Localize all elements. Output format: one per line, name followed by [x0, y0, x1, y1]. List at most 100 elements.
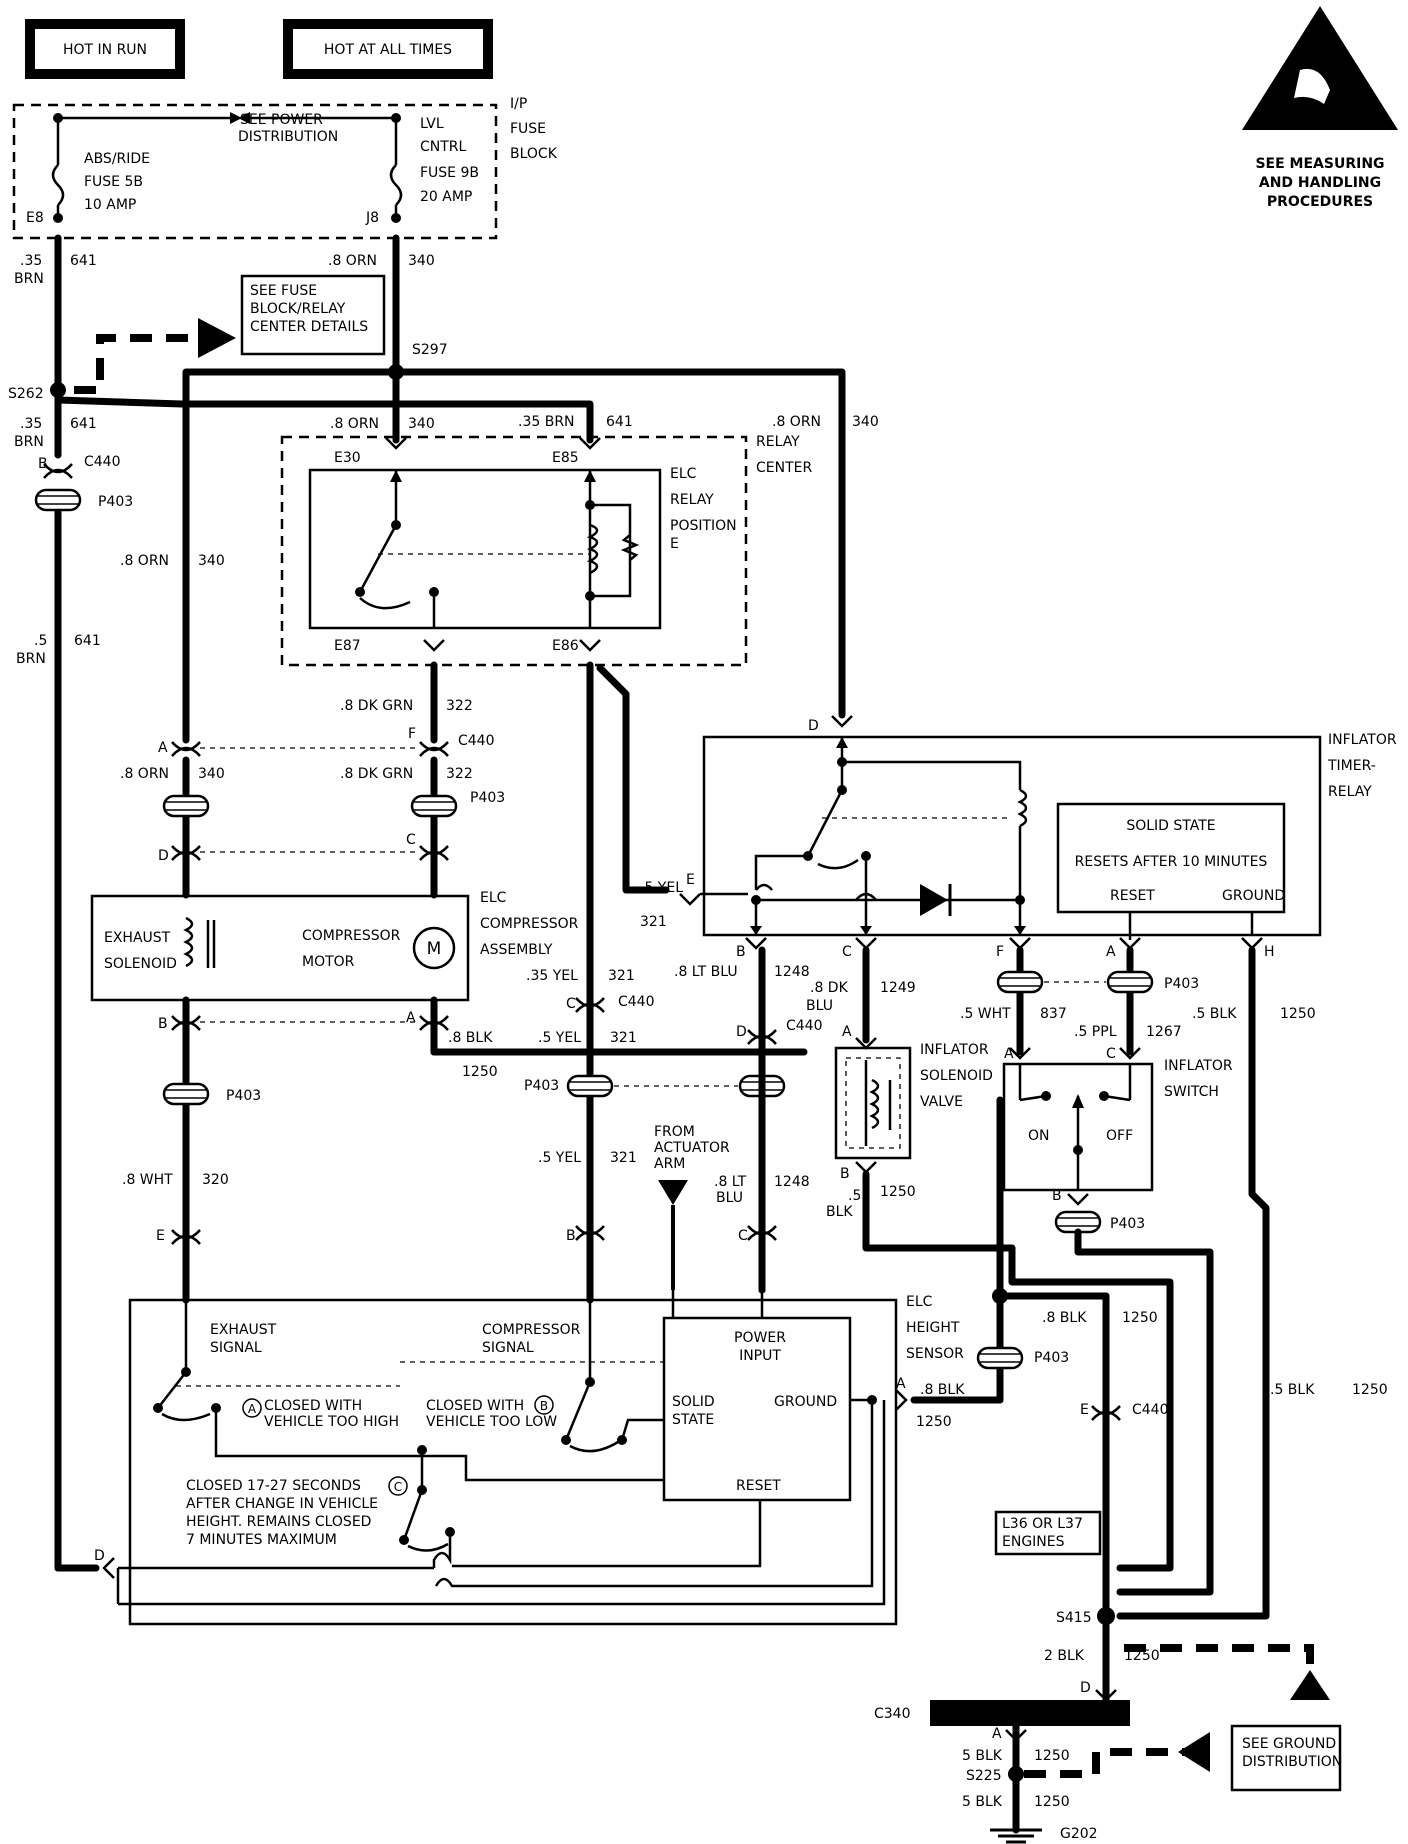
pin-label: D	[94, 1548, 105, 1564]
pin-label: D	[808, 718, 819, 734]
elc-compressor-assembly: ELC COMPRESSOR ASSEMBLY EXHAUST SOLENOID…	[90, 890, 579, 1002]
sensor-label-3: SENSOR	[906, 1346, 964, 1362]
actuator-label-3: ARM	[654, 1156, 685, 1172]
wire-label: .35 YEL	[526, 968, 578, 984]
wire-label: BRN	[14, 271, 44, 287]
wire-label: .5 YEL	[640, 880, 683, 896]
p403-label: P403	[1110, 1216, 1145, 1232]
pin-label: D	[1080, 1680, 1091, 1696]
pin-label: A	[1004, 1046, 1014, 1062]
pin-label: B	[840, 1166, 850, 1182]
pin-label: C	[566, 996, 576, 1012]
valve-label-2: SOLENOID	[920, 1068, 993, 1084]
inflator-relay-label-2: TIMER-	[1327, 758, 1376, 774]
see-fuse-1: SEE FUSE	[250, 283, 317, 299]
wire-label: .8 DK	[810, 980, 849, 996]
esd-line1: SEE MEASURING	[1255, 156, 1384, 172]
wire-label: 5 BLK	[962, 1794, 1003, 1810]
wire-label: .8 LT	[714, 1174, 747, 1190]
fuse-a-id: FUSE 5B	[84, 174, 143, 190]
wire-label: .8 DK GRN	[340, 766, 413, 782]
wire-label: .5 BLK	[1270, 1382, 1315, 1398]
pin-label: B	[566, 1228, 576, 1244]
wire-label: 321	[640, 914, 667, 930]
wire-label: .8 BLK	[920, 1382, 965, 1398]
p403-label: P403	[226, 1088, 261, 1104]
note-a-marker: A	[248, 1402, 257, 1416]
ground-label: GROUND	[1222, 888, 1285, 904]
actuator-label-2: ACTUATOR	[654, 1140, 730, 1156]
relay-center-label-2: CENTER	[756, 460, 812, 476]
pin-label: B	[1052, 1188, 1062, 1204]
esd-line2: AND HANDLING	[1259, 175, 1381, 191]
compressor-label-3: ASSEMBLY	[480, 942, 553, 958]
wire-label: 641	[70, 416, 97, 432]
p403-label: P403	[524, 1078, 559, 1094]
pin-label: A	[158, 740, 168, 756]
pin-label: C	[738, 1228, 748, 1244]
resets-label: RESETS AFTER 10 MINUTES	[1075, 854, 1268, 870]
c340-label: C340	[874, 1706, 911, 1722]
wire-label: BRN	[16, 651, 46, 667]
c440-label: C440	[1132, 1402, 1169, 1418]
inflator-solenoid-valve: INFLATOR SOLENOID VALVE	[834, 1042, 993, 1160]
c340-connector	[930, 1700, 1130, 1726]
closed-c-4: 7 MINUTES MAXIMUM	[186, 1532, 337, 1548]
wire-label: .8 DK GRN	[340, 698, 413, 714]
solid-state-1: SOLID	[672, 1394, 715, 1410]
wire-label: .5 YEL	[538, 1030, 581, 1046]
wire-label: .35	[20, 253, 42, 269]
fuse-b-name-2: CNTRL	[420, 139, 467, 155]
wire-label: BRN	[14, 434, 44, 450]
wire-label: 340	[408, 416, 435, 432]
s415-label: S415	[1056, 1610, 1092, 1626]
wire-label: 1250	[1034, 1794, 1070, 1810]
s262-label: S262	[8, 386, 44, 402]
fuse-b-id: FUSE 9B	[420, 165, 479, 181]
fuse-b-terminal: J8	[365, 210, 379, 226]
engines-label-1: L36 OR L37	[1002, 1516, 1083, 1532]
p403-label: P403	[1034, 1350, 1069, 1366]
pin-label: E	[686, 872, 695, 888]
compressor-signal-2: SIGNAL	[482, 1340, 534, 1356]
wire-label: .35	[20, 416, 42, 432]
pin-label: A	[992, 1726, 1002, 1742]
wire-label: 1250	[462, 1064, 498, 1080]
pin-label: A	[406, 1010, 416, 1026]
sensor-label-2: HEIGHT	[906, 1320, 960, 1336]
hot-at-all-times-box: HOT AT ALL TIMES	[283, 19, 493, 79]
wire-label: 321	[610, 1030, 637, 1046]
closed-b-1: CLOSED WITH	[426, 1398, 524, 1414]
wire-label: 1250	[1034, 1748, 1070, 1764]
wire-label: 320	[202, 1172, 229, 1188]
exhaust-signal-2: SIGNAL	[210, 1340, 262, 1356]
wire-label: .8 ORN	[120, 766, 169, 782]
fuse-a-name: ABS/RIDE	[84, 151, 150, 167]
wire-label: 641	[606, 414, 633, 430]
wire-label: .8 ORN	[772, 414, 821, 430]
p403-label: P403	[98, 494, 133, 510]
elc-height-sensor: ELC HEIGHT SENSOR EXHAUST SIGNAL COMPRES…	[116, 1290, 964, 1626]
hot-in-run-label: HOT IN RUN	[63, 42, 147, 58]
wire-label: 1250	[1352, 1382, 1388, 1398]
pin-e85: E85	[552, 450, 579, 466]
see-ground-1: SEE GROUND	[1242, 1736, 1336, 1752]
exhaust-signal-1: EXHAUST	[210, 1322, 277, 1338]
fuse-a-terminal: E8	[26, 210, 44, 226]
wire-label: .5	[848, 1188, 861, 1204]
inflator-relay-label-1: INFLATOR	[1328, 732, 1397, 748]
wire-label: 641	[74, 633, 101, 649]
relay-center-label-1: RELAY	[756, 434, 800, 450]
solid-state-label: SOLID STATE	[1126, 818, 1215, 834]
see-fuse-block-note: SEE FUSE BLOCK/RELAY CENTER DETAILS	[240, 274, 386, 356]
wire-label: 1248	[774, 1174, 810, 1190]
compressor-label-2: COMPRESSOR	[480, 916, 579, 932]
fuse-block-label-2: FUSE	[510, 121, 546, 137]
fuse-a-rating: 10 AMP	[84, 197, 136, 213]
wire-label: BLU	[716, 1190, 743, 1206]
wire-label: 321	[610, 1150, 637, 1166]
c440-label: C440	[786, 1018, 823, 1034]
reset-label: RESET	[1110, 888, 1155, 904]
elc-relay-label-3: POSITION	[670, 518, 737, 534]
closed-c-3: HEIGHT. REMAINS CLOSED	[186, 1514, 371, 1530]
